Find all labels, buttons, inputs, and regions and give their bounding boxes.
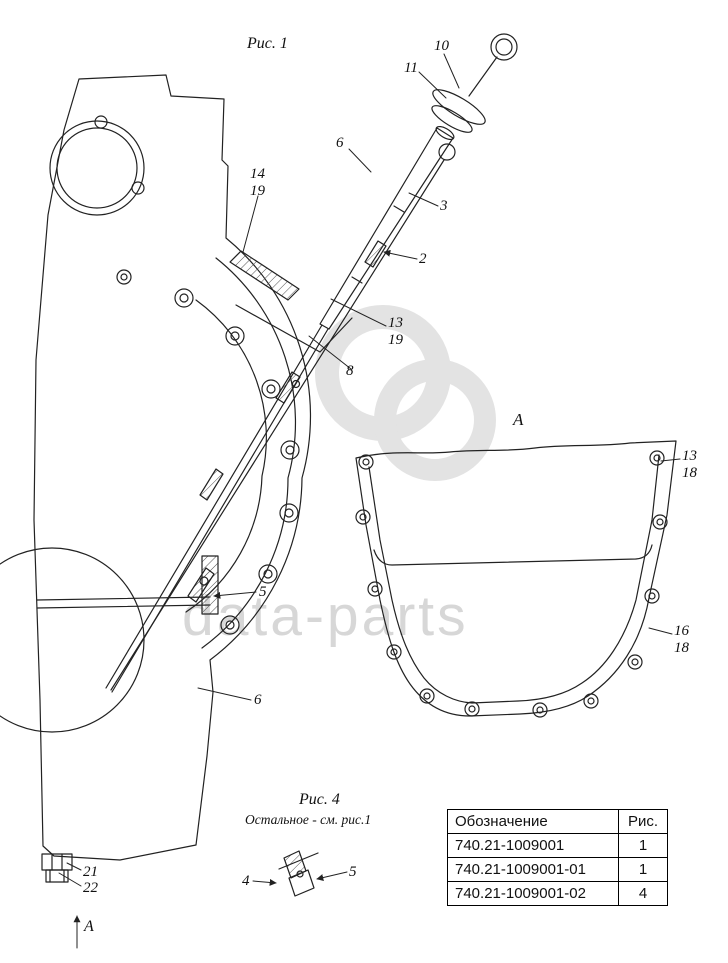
part-number-cell: 740.21-1009001-02	[447, 881, 619, 906]
callout-3: 3	[440, 198, 448, 214]
parts-table-header-row: Обозначение Рис.	[447, 809, 668, 834]
callout-19-mid: 19	[388, 332, 403, 348]
leader-lines	[58, 53, 681, 949]
view-arrow-label: А	[84, 918, 94, 935]
callout-6-bottom: 6	[254, 692, 262, 708]
part-number-cell: 740.21-1009001	[447, 833, 619, 858]
callout-6-top: 6	[336, 135, 344, 151]
logo-watermark-icon	[315, 305, 496, 481]
view-a-label: А	[513, 410, 524, 429]
figure1-caption: Рис. 1	[247, 35, 288, 52]
figure-number-cell: 4	[618, 881, 668, 906]
figure4-detail-drawing	[278, 850, 319, 897]
callout-18-right-bottom: 18	[674, 640, 689, 656]
callout-21: 21	[83, 864, 98, 880]
part-number-cell: 740.21-1009001-01	[447, 857, 619, 882]
callout-13-mid: 13	[388, 315, 403, 331]
callout-22: 22	[83, 880, 98, 896]
figure-number-cell: 1	[618, 833, 668, 858]
parts-table-header-designation: Обозначение	[447, 809, 619, 834]
callout-16: 16	[674, 623, 689, 639]
table-row: 740.21-1009001-01 1	[447, 857, 668, 882]
figure4-note: Остальное - см. рис.1	[245, 812, 372, 827]
callout-10: 10	[434, 38, 449, 54]
dipstick-tube-drawing	[105, 33, 518, 693]
figure-number-cell: 1	[618, 857, 668, 882]
callout-18-right-top: 18	[682, 465, 697, 481]
figure4-caption: Рис. 4	[299, 791, 340, 808]
callout-5-left: 5	[259, 584, 267, 600]
callout-13-right: 13	[682, 448, 697, 464]
parts-table: Обозначение Рис. 740.21-1009001 1 740.21…	[447, 809, 668, 906]
view-a-pan-flange-drawing	[355, 440, 677, 718]
callout-8: 8	[346, 363, 354, 379]
table-row: 740.21-1009001 1	[447, 833, 668, 858]
callout-19-top: 19	[250, 183, 265, 199]
callout-5-fig4: 5	[349, 864, 357, 880]
table-row: 740.21-1009001-02 4	[447, 881, 668, 906]
callout-2: 2	[419, 251, 427, 267]
callout-4: 4	[242, 873, 250, 889]
parts-table-header-figure: Рис.	[618, 809, 668, 834]
callout-14: 14	[250, 166, 265, 182]
callout-11: 11	[404, 60, 418, 76]
